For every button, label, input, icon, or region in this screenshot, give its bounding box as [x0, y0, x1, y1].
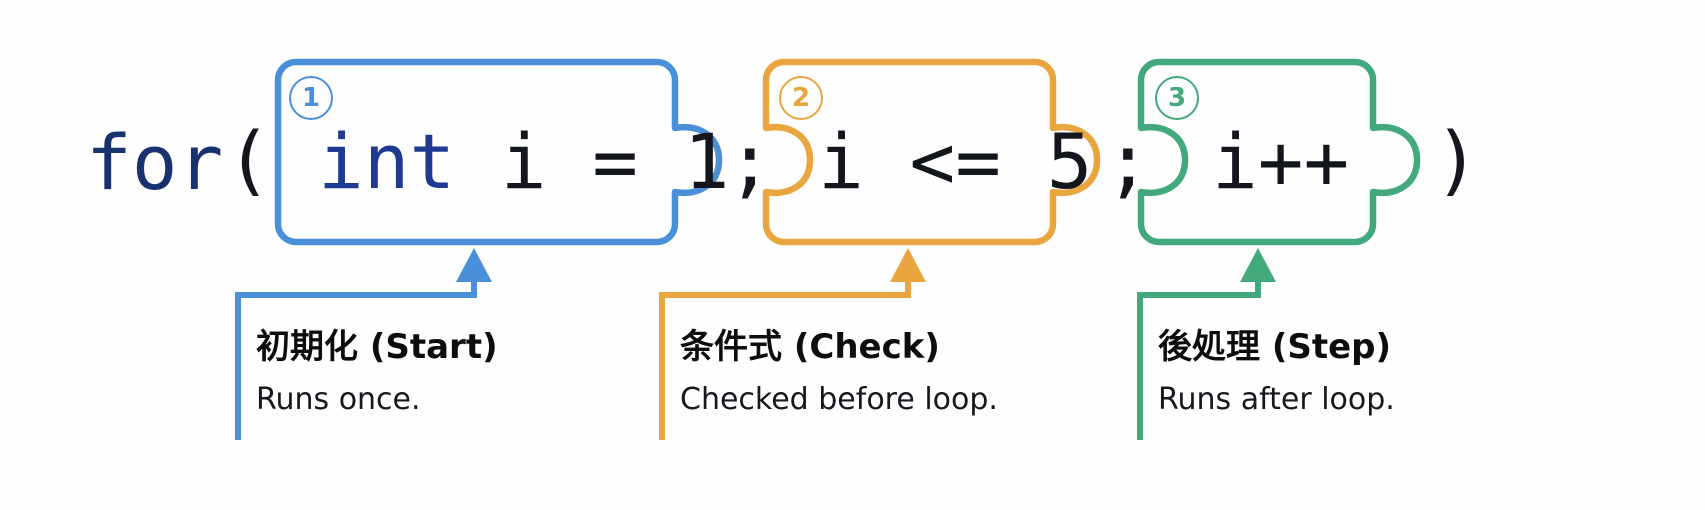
badge-condition: 2: [779, 76, 823, 120]
legend-title-init: 初期化 (Start): [256, 327, 498, 367]
code-open-paren: (: [226, 115, 272, 204]
connector-step: [1137, 248, 1276, 440]
code-separator-1: ;: [727, 117, 773, 206]
puzzle-piece-step-outline: [1137, 58, 1421, 246]
code-step: i++: [1212, 117, 1350, 206]
code-keyword-for: for: [86, 118, 224, 207]
legend-title-condition: 条件式 (Check): [680, 327, 940, 367]
legend-sub-condition: Checked before loop.: [680, 382, 998, 417]
badge-step-number: 3: [1167, 83, 1187, 113]
puzzle-piece-condition-outline: [762, 58, 1101, 246]
badge-init: 1: [289, 76, 333, 120]
badge-condition-number: 2: [791, 83, 811, 113]
code-close-paren: ): [1434, 115, 1480, 204]
legend-sub-init: Runs once.: [256, 382, 421, 417]
code-init-rest: i = 1: [455, 117, 730, 206]
code-init-keyword: int: [318, 117, 456, 206]
badge-step: 3: [1155, 76, 1199, 120]
badge-init-number: 1: [301, 83, 321, 113]
legend-title-step: 後処理 (Step): [1158, 327, 1392, 367]
legend-sub-step: Runs after loop.: [1158, 382, 1395, 417]
connector-init: [235, 248, 492, 440]
code-separator-2: ;: [1105, 117, 1151, 206]
puzzle-piece-init-outline: [274, 58, 723, 246]
connector-condition: [659, 248, 926, 440]
code-condition: i <= 5: [818, 117, 1093, 206]
